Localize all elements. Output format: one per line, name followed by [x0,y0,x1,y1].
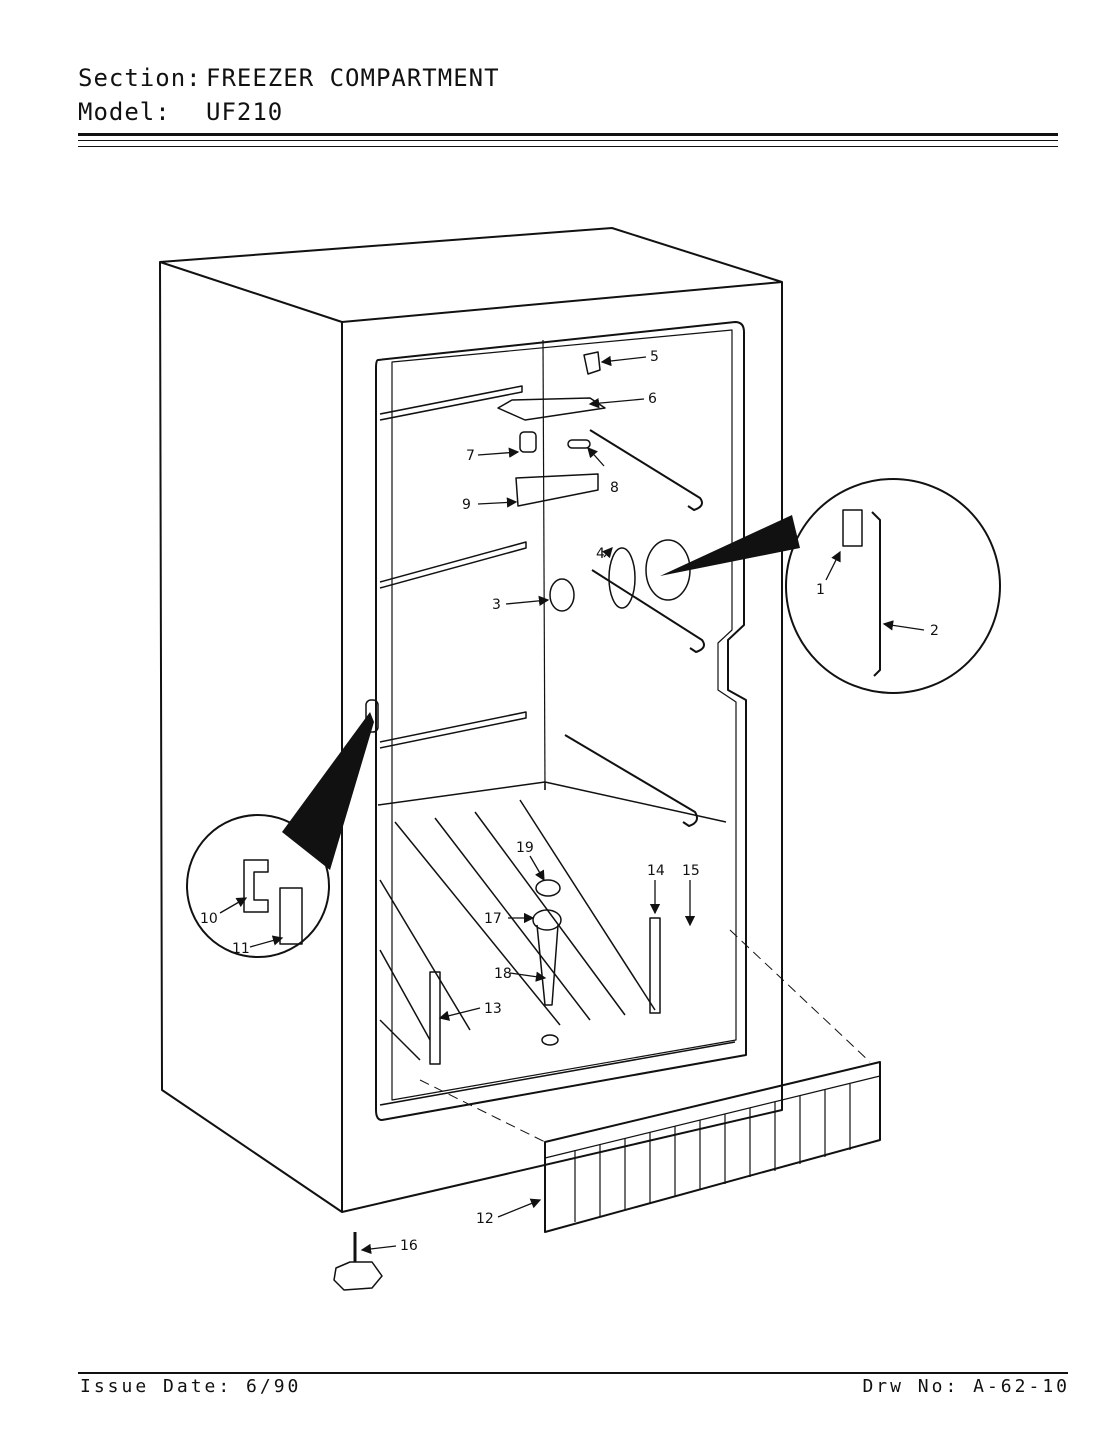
callout-11: 11 [232,941,250,957]
cabinet-outline [159,227,783,1213]
model-value: UF210 [206,98,284,126]
cabinet-front-edge [159,261,783,323]
callout-5: 5 [650,349,659,365]
liner-outline [375,321,747,1121]
callout-16: 16 [400,1238,418,1254]
callout-9: 9 [462,497,471,513]
liner-inner [391,329,737,1101]
callout-2: 2 [930,623,939,639]
header-rule-thin-2 [78,146,1058,147]
drawing-number: Drw No: A-62-10 [862,1376,1070,1397]
section-label: Section: [78,64,202,92]
callout-10: 10 [200,911,218,927]
callout-19: 19 [516,840,534,856]
header-rule-thick [78,133,1058,136]
model-line: Model: UF210 [78,98,283,126]
model-label: Model: [78,98,171,126]
callout-3: 3 [492,597,501,613]
callout-15: 15 [682,863,700,879]
callout-13: 13 [484,1001,502,1017]
section-value: FREEZER COMPARTMENT [206,64,500,92]
issue-date: Issue Date: 6/90 [80,1376,302,1397]
callout-6: 6 [648,391,657,407]
callout-17: 17 [484,911,502,927]
footer-rule [78,1372,1068,1374]
callout-7: 7 [466,448,475,464]
callout-4: 4 [596,546,605,562]
callout-14: 14 [647,863,665,879]
zoom-wedge-left [282,712,374,870]
header-rule-thin [78,140,1058,141]
callout-18: 18 [494,966,512,982]
callout-1: 1 [816,582,825,598]
callout-12: 12 [476,1211,494,1227]
zoom-wedge-right [660,515,800,576]
callout-8: 8 [610,480,619,496]
section-line: Section:FREEZER COMPARTMENT [78,64,500,92]
